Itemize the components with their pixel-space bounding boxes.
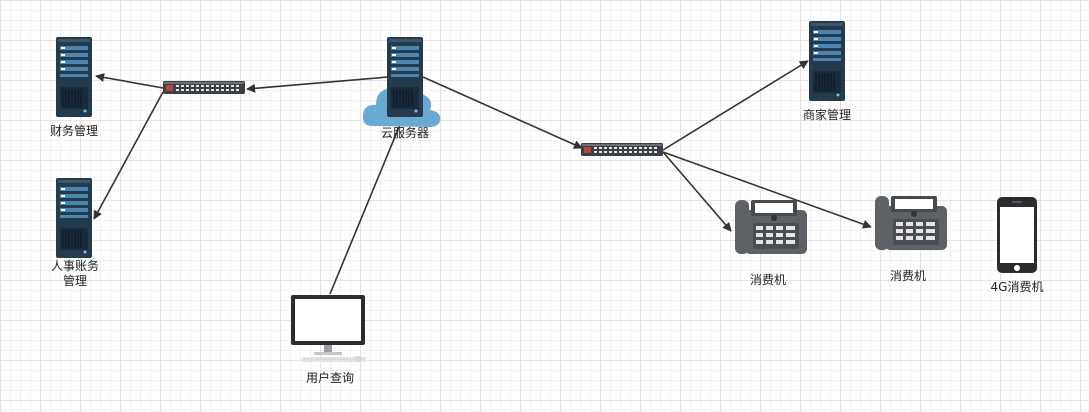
edge-switch-right-to-merchant bbox=[662, 60, 809, 151]
desktop-monitor-icon bbox=[291, 295, 366, 362]
terminal-4g-label: 4G消费机 bbox=[990, 280, 1044, 294]
terminal-2-label: 消费机 bbox=[889, 269, 926, 283]
edge-switch-right-to-terminal-2 bbox=[662, 151, 872, 229]
pos-terminal-icon bbox=[875, 196, 947, 250]
server-icon bbox=[808, 20, 846, 102]
terminal-1-label: 消费机 bbox=[749, 273, 786, 287]
pos-terminal-icon bbox=[735, 200, 807, 254]
edges bbox=[93, 60, 872, 295]
edge-switch-left-to-hr bbox=[93, 91, 164, 220]
cloud-server-label: 云服务器 bbox=[380, 126, 429, 140]
edge-cloud-to-switch-right bbox=[422, 76, 583, 149]
hr-label: 人事账务管理 bbox=[50, 259, 99, 288]
edge-cloud-to-switch-left bbox=[246, 76, 389, 93]
network-switch-icon bbox=[163, 81, 245, 94]
merchant-label: 商家管理 bbox=[802, 108, 851, 122]
cloud-server-icon bbox=[362, 36, 441, 127]
smartphone-icon bbox=[997, 197, 1037, 273]
finance-label: 财务管理 bbox=[49, 124, 98, 138]
edge-user-query-to-cloud bbox=[329, 114, 406, 295]
server-icon bbox=[55, 36, 93, 118]
edge-switch-right-to-terminal-1 bbox=[662, 151, 732, 232]
user-query-label: 用户查询 bbox=[305, 371, 354, 385]
network-switch-icon bbox=[581, 143, 663, 156]
edge-switch-left-to-finance bbox=[95, 72, 164, 89]
server-icon bbox=[55, 177, 93, 259]
